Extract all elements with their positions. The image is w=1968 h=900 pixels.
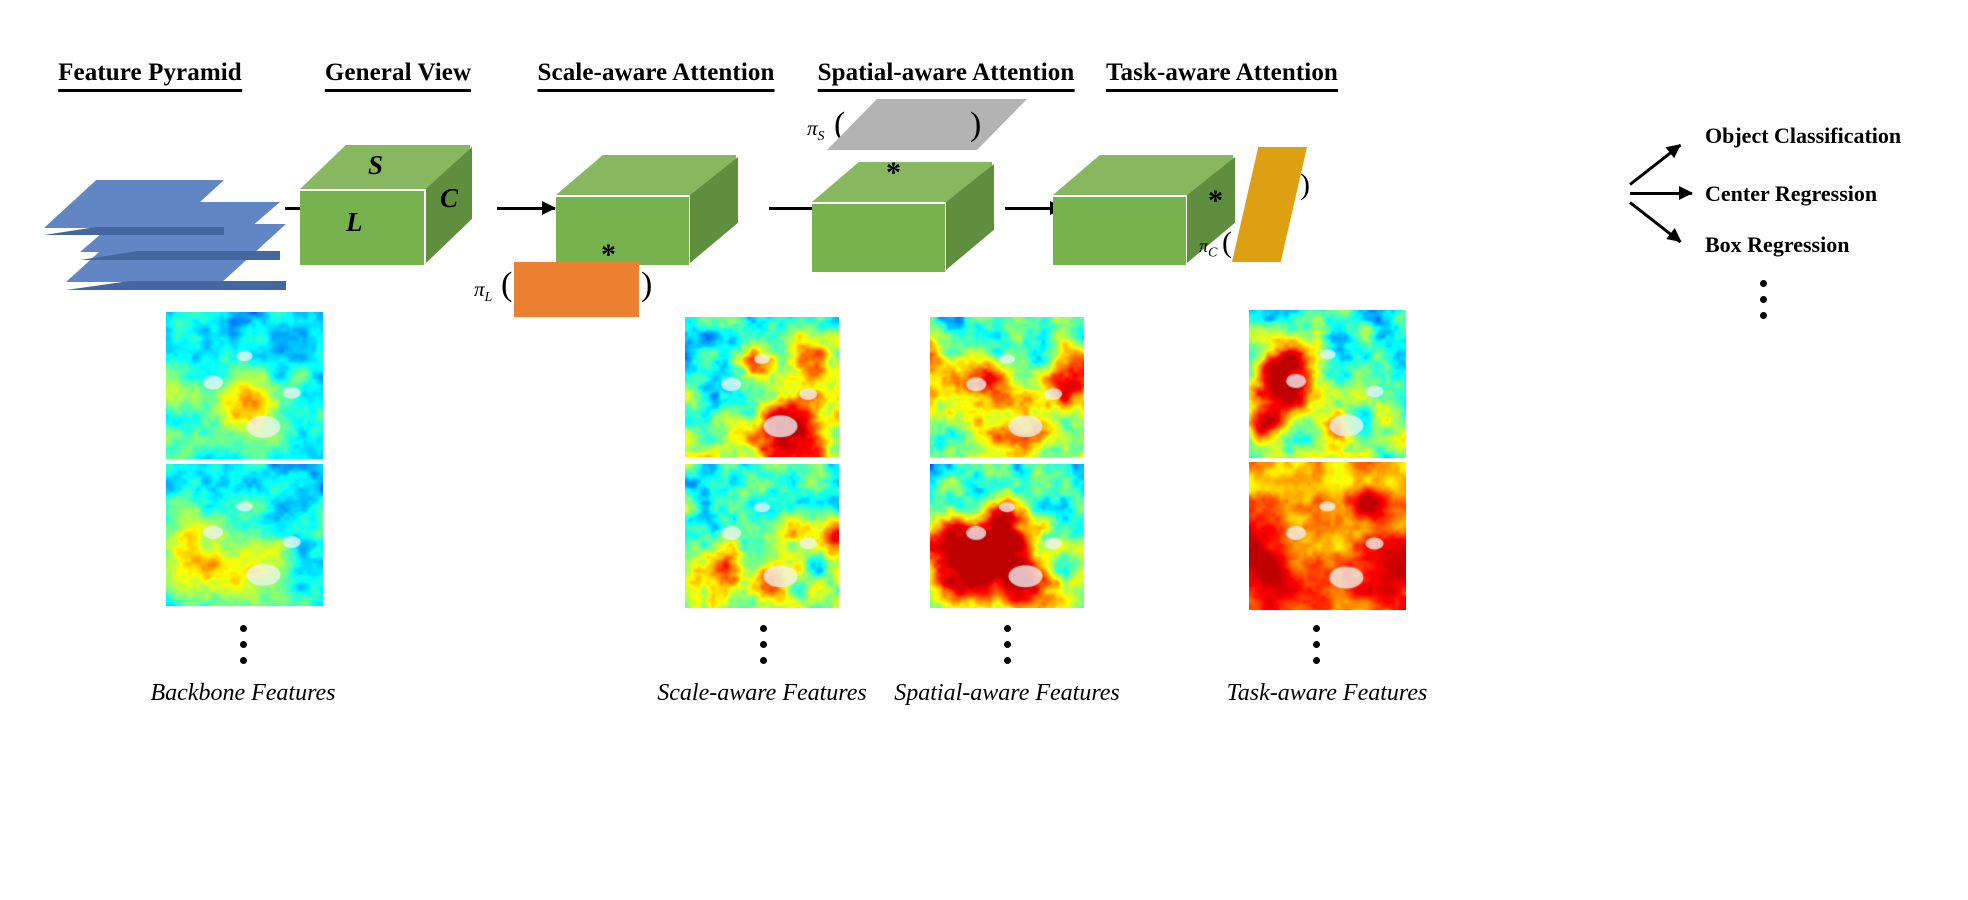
pi-L-paren-close: ) xyxy=(641,266,653,303)
arrow-to-box-regression xyxy=(1629,201,1682,244)
cube-face-front xyxy=(1053,195,1186,265)
task-thumb-2 xyxy=(1249,462,1406,610)
task-thumb-1 xyxy=(1249,310,1406,458)
pi-S-paren-close: ) xyxy=(970,106,982,143)
pi-S-label: πS xyxy=(807,116,825,145)
spatial-column-ellipsis xyxy=(1004,625,1011,664)
pi-subscript: S xyxy=(817,129,825,145)
heading-task-aware-attention: Task-aware Attention xyxy=(1106,59,1338,93)
heading-scale-aware-attention: Scale-aware Attention xyxy=(537,59,775,93)
cube-label-level: L xyxy=(346,207,363,237)
pi-subscript: C xyxy=(1208,245,1218,261)
multiply-operator-spatial: * xyxy=(886,156,901,189)
pi-C-label: πC xyxy=(1199,236,1217,262)
backbone-thumb-1 xyxy=(166,312,323,459)
slab-side-face xyxy=(66,281,286,290)
output-label-box-regression: Box Regression xyxy=(1705,232,1850,257)
caption-spatial-aware-features: Spatial-aware Features xyxy=(894,680,1120,706)
caption-task-aware-features: Task-aware Features xyxy=(1226,680,1428,706)
spatial-aware-cube xyxy=(812,162,1027,277)
heading-general-view: General View xyxy=(324,59,472,93)
pi-L-label: πL xyxy=(474,277,492,306)
pi-symbol: π xyxy=(474,277,485,301)
general-view-cube: S L C xyxy=(300,145,500,270)
cube-label-scale: S xyxy=(368,150,384,180)
heading-spatial-aware-attention: Spatial-aware Attention xyxy=(817,59,1075,93)
scale-aware-cube xyxy=(556,155,766,270)
multiply-operator-task: * xyxy=(1208,184,1223,217)
arrow-to-object-classification xyxy=(1629,143,1682,186)
arrow-to-center-regression xyxy=(1630,186,1693,200)
cube-face-front xyxy=(556,195,689,265)
scale-attention-operand xyxy=(514,262,639,317)
multiply-operator-scale: * xyxy=(601,238,616,271)
spatial-thumb-2 xyxy=(930,464,1084,608)
feature-pyramid-stack xyxy=(0,180,300,290)
output-label-center-regression: Center Regression xyxy=(1705,181,1878,206)
cube-face-front xyxy=(812,202,945,272)
scale-column-ellipsis xyxy=(760,625,767,664)
backbone-column-ellipsis xyxy=(240,625,247,664)
slab-side-face xyxy=(80,251,280,260)
pi-C-paren-close: ) xyxy=(1300,168,1310,201)
task-aware-cube xyxy=(1053,155,1268,270)
pi-symbol: π xyxy=(1199,236,1209,256)
arrow-general-to-scale xyxy=(497,201,556,215)
output-label-object-classification: Object Classification xyxy=(1705,123,1902,148)
caption-backbone-features: Backbone Features xyxy=(150,680,336,706)
backbone-thumb-2 xyxy=(166,464,323,606)
pi-C-paren-open: ( xyxy=(1222,226,1232,259)
heading-feature-pyramid: Feature Pyramid xyxy=(58,59,242,93)
scale-thumb-1 xyxy=(685,317,839,457)
pi-L-paren-open: ( xyxy=(501,266,513,303)
cube-face-front xyxy=(300,189,424,265)
pi-S-paren-open: ( xyxy=(834,106,846,143)
output-ellipsis xyxy=(1760,280,1767,319)
spatial-thumb-1 xyxy=(930,317,1084,457)
caption-scale-aware-features: Scale-aware Features xyxy=(657,680,867,706)
task-column-ellipsis xyxy=(1313,625,1320,664)
slab-side-face xyxy=(44,227,224,235)
spatial-attention-operand xyxy=(827,99,1027,150)
scale-thumb-2 xyxy=(685,464,839,608)
pi-subscript: L xyxy=(484,290,493,306)
pyramid-slab-top xyxy=(22,180,252,250)
slab-top-face xyxy=(44,180,224,228)
pi-symbol: π xyxy=(807,116,818,140)
cube-label-channel: C xyxy=(440,183,459,213)
